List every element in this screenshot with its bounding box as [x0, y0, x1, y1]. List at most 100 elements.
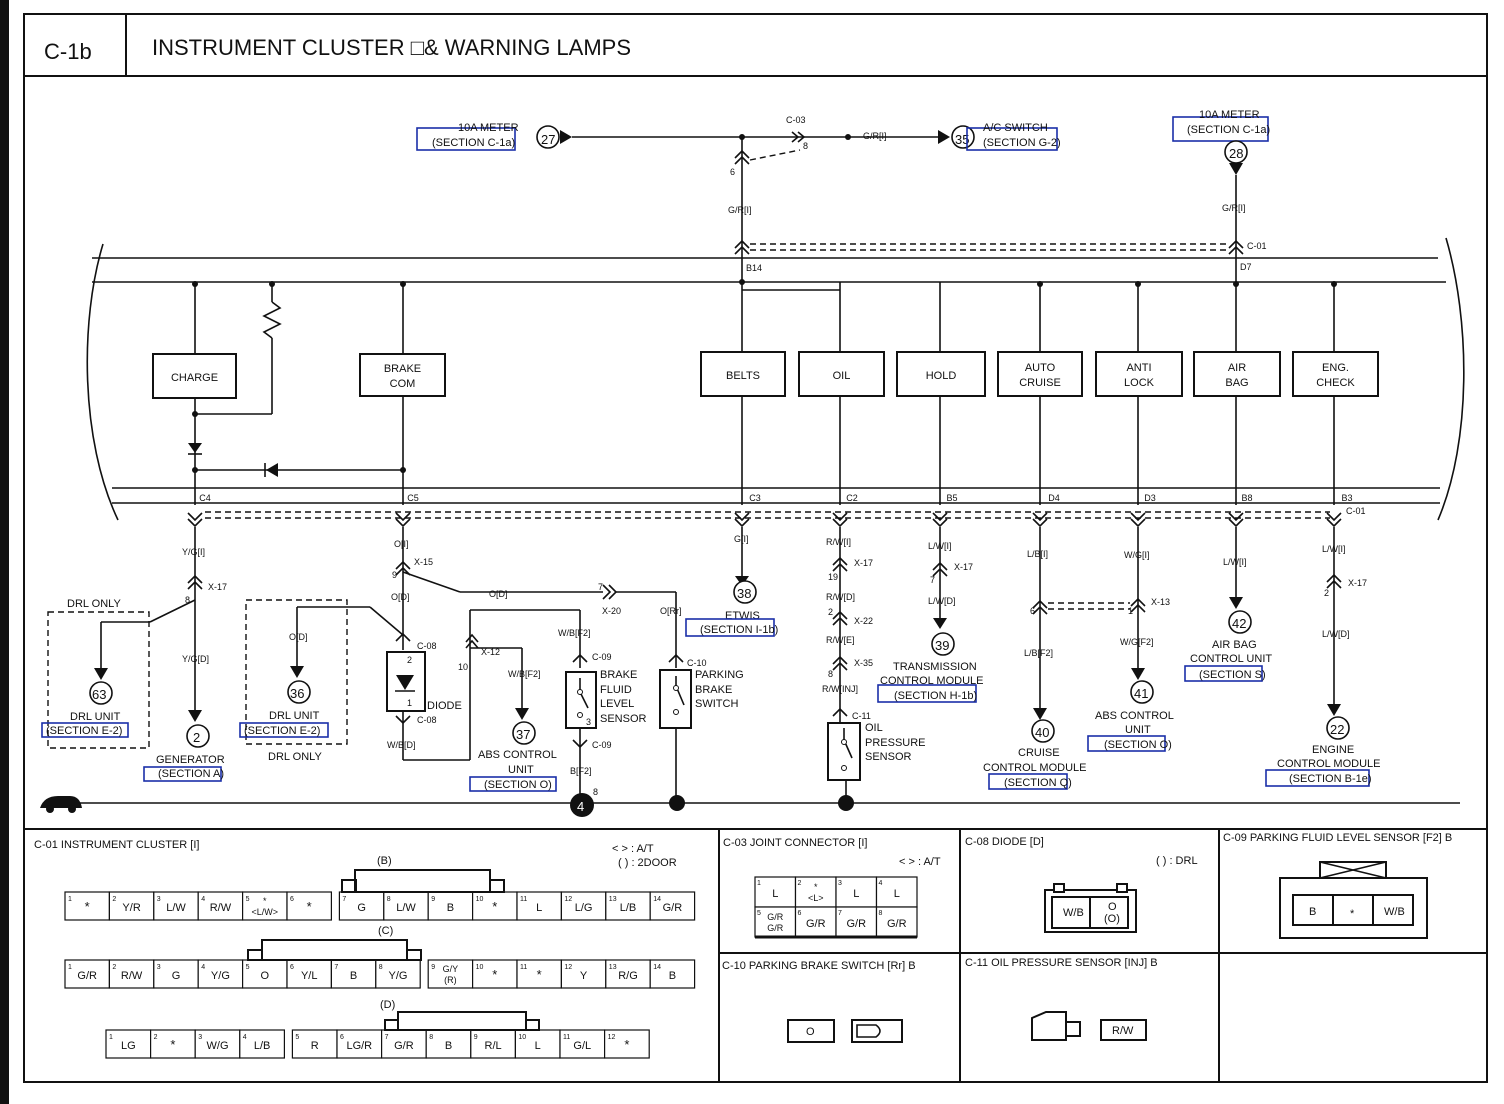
svg-text:14: 14: [653, 896, 661, 903]
svg-text:6: 6: [798, 910, 802, 917]
ground-icon: [570, 793, 594, 817]
svg-text:12: 12: [608, 1034, 616, 1041]
svg-text:X-17: X-17: [1348, 578, 1367, 588]
svg-text:12: 12: [564, 896, 572, 903]
pin-cell: 8G/R: [875, 906, 918, 938]
svg-text:36: 36: [290, 686, 304, 701]
section-ref-box[interactable]: [469, 776, 557, 792]
section-ref-box[interactable]: [416, 127, 516, 151]
svg-text:PARKING: PARKING: [695, 669, 744, 681]
section-ref-box[interactable]: [239, 722, 329, 738]
lamp-label: ENG.: [1322, 362, 1349, 374]
section-ref-box[interactable]: [966, 127, 1058, 151]
svg-text:L/W[D]: L/W[D]: [1322, 629, 1350, 639]
pin-value: L/B: [254, 1040, 271, 1052]
diode-icon: [188, 443, 202, 453]
svg-text:DIODE: DIODE: [427, 700, 462, 712]
svg-text:CONTROL MODULE: CONTROL MODULE: [880, 675, 984, 687]
section-ref-box[interactable]: [685, 618, 775, 637]
pin-value: G/R: [394, 1040, 414, 1052]
section-ref-box[interactable]: [1265, 769, 1370, 787]
svg-text:R/W: R/W: [1112, 1025, 1134, 1037]
lamp-hold: HOLD: [896, 351, 986, 397]
lamp-charge: CHARGE: [152, 353, 237, 399]
svg-text:ENGINE: ENGINE: [1312, 744, 1354, 756]
section-ref-box[interactable]: [1184, 665, 1263, 682]
pin-value: Y/L: [301, 970, 318, 982]
section-ref-box[interactable]: [143, 766, 222, 782]
svg-text:11: 11: [520, 896, 527, 903]
section-ref-box[interactable]: [1172, 116, 1269, 142]
svg-text:22: 22: [1330, 722, 1344, 737]
pin-cell: 10*: [472, 959, 518, 989]
pin-value: G/R: [846, 918, 866, 930]
c10-connector: O: [787, 1019, 903, 1043]
pin-value: Y/R: [122, 902, 140, 914]
pin-cell: 6Y/L: [286, 959, 333, 989]
svg-text:12: 12: [564, 964, 572, 971]
svg-text:O: O: [1108, 901, 1117, 913]
pin-cell: 7B: [330, 959, 377, 989]
svg-text:39: 39: [935, 638, 949, 653]
pin-cell: 5*<L/W>: [242, 891, 288, 921]
lamp-belts: BELTS: [700, 351, 786, 397]
svg-text:19: 19: [828, 572, 838, 582]
svg-text:(D): (D): [380, 999, 395, 1011]
svg-text:4: 4: [243, 1034, 247, 1041]
section-ref-box[interactable]: [988, 773, 1068, 790]
svg-text:W/B[F2]: W/B[F2]: [508, 669, 541, 679]
svg-text:2: 2: [798, 880, 802, 887]
pin-value: G: [357, 902, 366, 914]
pin-cell: 1G/R: [64, 959, 111, 989]
svg-text:4: 4: [201, 896, 205, 903]
svg-text:L/W[D]: L/W[D]: [928, 596, 956, 606]
svg-text:(SECTION Q): (SECTION Q): [1004, 777, 1072, 789]
svg-text:2: 2: [112, 964, 116, 971]
pin-cell: 2Y/R: [108, 891, 155, 921]
svg-text:(SECTION E-2): (SECTION E-2): [46, 725, 122, 737]
svg-text:7: 7: [838, 910, 842, 917]
svg-text:35: 35: [955, 132, 969, 147]
svg-text:(SECTION C-1a): (SECTION C-1a): [432, 137, 515, 149]
svg-text:B: B: [1309, 906, 1316, 918]
pin-cell: 9B: [427, 891, 474, 921]
section-ref-box[interactable]: [877, 684, 977, 703]
connector-icon: [832, 512, 848, 528]
svg-text:10: 10: [458, 662, 468, 672]
svg-text:(SECTION E-2): (SECTION E-2): [244, 725, 320, 737]
svg-text:DRL UNIT: DRL UNIT: [70, 711, 121, 723]
svg-text:LEVEL: LEVEL: [600, 698, 634, 710]
svg-text:14: 14: [653, 964, 661, 971]
pin-value: R/L: [485, 1040, 502, 1052]
svg-text:G/R[I]: G/R[I]: [863, 131, 887, 141]
svg-text:CONTROL MODULE: CONTROL MODULE: [1277, 758, 1381, 770]
pin-cell: 1L: [754, 876, 797, 908]
svg-text:< > : A/T: < > : A/T: [899, 856, 941, 868]
car-body-icon: [40, 796, 82, 813]
pin-value: G/R: [806, 918, 826, 930]
diode-component: [386, 651, 426, 712]
svg-text:(SECTION S): (SECTION S): [1199, 669, 1266, 681]
connector-icon: [395, 512, 411, 528]
svg-text:11: 11: [520, 964, 527, 971]
scan-edge: [0, 0, 9, 1104]
pin-cell: 6G/R: [794, 906, 837, 938]
pin-label: C2: [846, 493, 858, 503]
svg-text:C-01: C-01: [1247, 241, 1267, 251]
pin-value: <L/W>: [252, 907, 279, 917]
section-ref-box[interactable]: [1087, 735, 1166, 752]
svg-text:G[I]: G[I]: [734, 534, 749, 544]
svg-text:3: 3: [157, 896, 161, 903]
svg-text:40: 40: [1035, 725, 1049, 740]
svg-text:BRAKE: BRAKE: [600, 669, 637, 681]
svg-text:38: 38: [737, 586, 751, 601]
pin-value: Y/G: [211, 970, 230, 982]
svg-text:C-10 PARKING BRAKE SWITCH [Rr]: C-10 PARKING BRAKE SWITCH [Rr] B: [722, 960, 916, 972]
pin-value: R: [311, 1040, 319, 1052]
section-ref-box[interactable]: [41, 722, 129, 738]
pin-cell: 14G/R: [649, 891, 696, 921]
